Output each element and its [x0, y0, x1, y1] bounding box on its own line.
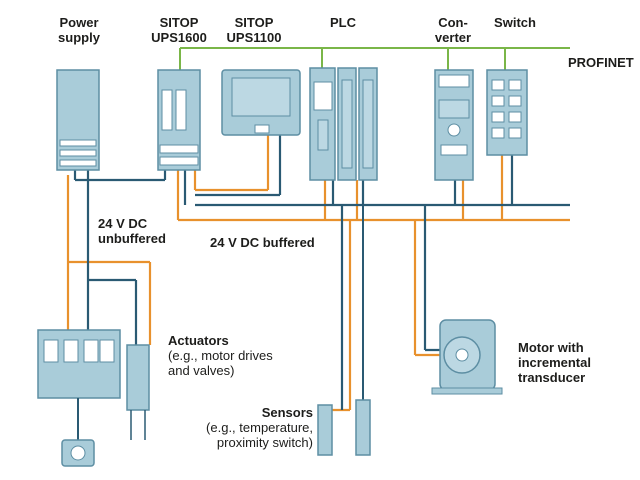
label-sensors: Sensors (e.g., temperature, proximity sw…	[168, 405, 313, 450]
label-ups1100: SITOP UPS1100	[215, 15, 293, 45]
label-ups1100-line1: SITOP	[234, 15, 274, 30]
label-ups1600-line2: UPS1600	[151, 30, 207, 45]
label-sensors-note-line2: proximity switch)	[216, 435, 313, 450]
label-actuators: Actuators (e.g., motor drives and valves…	[168, 333, 273, 378]
label-actuators-title: Actuators	[168, 333, 229, 348]
motor-with-transducer	[431, 319, 503, 395]
power-supply-device	[56, 69, 100, 171]
label-motor-line2: incremental	[518, 355, 591, 370]
label-power-supply-line2: supply	[58, 30, 100, 45]
label-sensors-title: Sensors	[261, 405, 313, 420]
actuator-terminal-block	[126, 344, 150, 440]
contactor-block	[37, 329, 121, 399]
proximity-sensor	[355, 205, 371, 456]
label-converter-line2: verter	[434, 30, 472, 45]
label-unbuffered-line1: 24 V DC	[98, 216, 148, 231]
label-motor-line3: transducer	[518, 370, 586, 385]
network-switch-device	[486, 69, 528, 156]
label-profinet: PROFINET	[568, 55, 634, 70]
label-actuators-note-line2: and valves)	[168, 363, 235, 378]
label-power-supply-line1: Power	[59, 15, 99, 30]
buffered-bus	[66, 135, 570, 412]
label-power-supply: Power supply	[40, 15, 118, 45]
label-motor: Motor with incremental transducer	[518, 340, 591, 385]
ups1600-device	[157, 69, 201, 171]
label-unbuffered-line2: unbuffered	[98, 231, 166, 246]
plc-device	[309, 67, 378, 181]
label-ups1600: SITOP UPS1600	[140, 15, 218, 45]
ups1100-device	[221, 69, 301, 136]
label-ups1600-line1: SITOP	[159, 15, 199, 30]
label-plc: PLC	[330, 15, 356, 30]
temperature-sensor	[317, 404, 333, 456]
profinet-bus	[179, 47, 570, 70]
converter-device	[434, 69, 474, 181]
label-actuators-note-line1: (e.g., motor drives	[168, 348, 273, 363]
label-switch: Switch	[494, 15, 536, 30]
label-buffered: 24 V DC buffered	[210, 235, 315, 250]
signal-lines	[73, 135, 570, 410]
label-motor-line1: Motor with	[518, 340, 584, 355]
label-converter-line1: Con-	[438, 15, 468, 30]
label-converter: Con- verter	[425, 15, 481, 45]
label-sensors-note-line1: (e.g., temperature,	[206, 420, 313, 435]
small-motor	[61, 398, 95, 467]
label-unbuffered: 24 V DC unbuffered	[98, 216, 166, 246]
label-ups1100-line2: UPS1100	[226, 30, 282, 45]
